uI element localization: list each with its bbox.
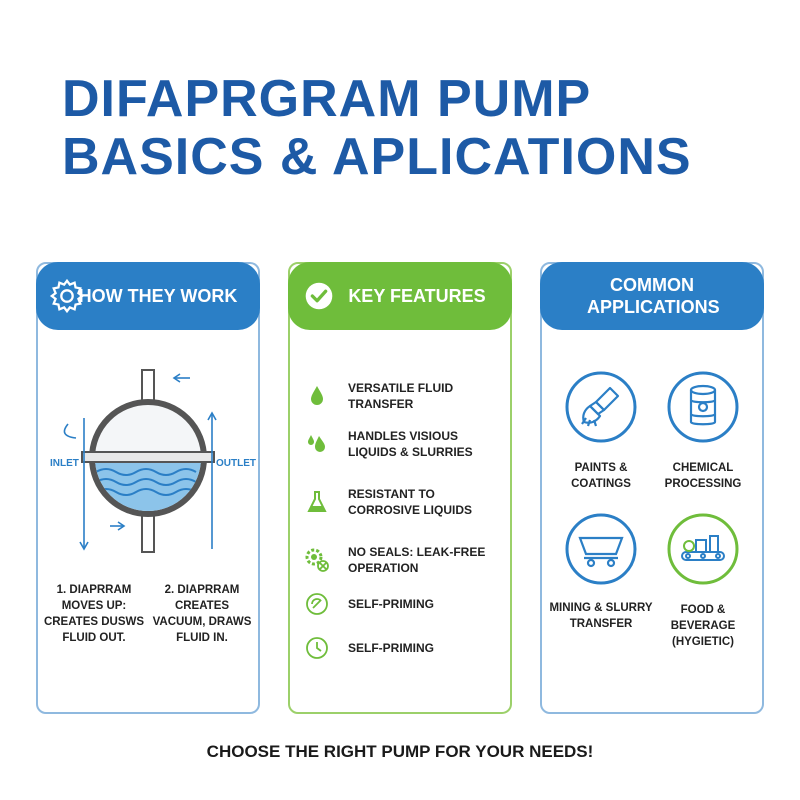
inlet-label: INLET	[50, 458, 79, 469]
flask-icon	[307, 491, 327, 512]
self-priming-icon	[306, 593, 328, 615]
drops-icon	[308, 435, 325, 452]
page-title: DIFAPRGRAM PUMP BASICS & APLICATIONS	[62, 70, 692, 186]
key-features-card: KEY FEATURES VERSATILE FLUID TRANSFER HA…	[288, 262, 512, 714]
app-label: MINING & SLURRY TRANSFER	[549, 602, 653, 630]
footer-tagline: CHOOSE THE RIGHT PUMP FOR YOUR NEEDS!	[206, 742, 594, 761]
app-label: PAINTS & COATINGS	[571, 462, 631, 490]
paintbrush-icon	[565, 371, 637, 443]
chemical-barrel-icon	[667, 371, 739, 443]
pump-diagram	[63, 369, 217, 553]
how-they-work-header: HOW THEY WORK	[36, 262, 260, 330]
feature-label: NO SEALS: LEAK-FREE OPERATION	[348, 545, 486, 575]
feature-item: SELF-PRIMING	[304, 591, 498, 617]
step-2-text: 2. DIAPRRAM CREATES VACUUM, DRAWS FLUID …	[152, 584, 252, 644]
feature-label: SELF-PRIMING	[348, 641, 434, 655]
common-applications-heading: COMMON APPLICATIONS	[587, 275, 720, 317]
how-they-work-card: HOW THEY WORK INLET OUTLET 1. DIAPRRAM M	[36, 262, 260, 714]
key-features-heading: KEY FEATURES	[348, 286, 486, 306]
app-label: CHEMICAL PROCESSING	[664, 462, 742, 490]
feature-label: RESISTANT TO CORROSIVE LIQUIDS	[348, 487, 473, 517]
mining-cart-icon	[565, 513, 637, 585]
feature-label: VERSATILE FLUID TRANSFER	[348, 381, 454, 411]
common-applications-card: COMMON APPLICATIONS PAINTS & COATINGS CH…	[540, 262, 764, 714]
title-line-1: DIFAPRGRAM PUMP	[62, 70, 592, 128]
feature-item: RESISTANT TO CORROSIVE LIQUIDS	[304, 486, 498, 518]
outlet-label: OUTLET	[216, 458, 256, 469]
title-line-2: BASICS & APLICATIONS	[62, 128, 692, 186]
feature-item: HANDLES VISIOUS LIQUIDS & SLURRIES	[304, 428, 498, 460]
gear-no-icon	[305, 548, 329, 572]
timer-icon	[306, 637, 328, 659]
how-they-work-heading: HOW THEY WORK	[78, 286, 238, 306]
feature-label: SELF-PRIMING	[348, 597, 434, 611]
feature-label: HANDLES VISIOUS LIQUIDS & SLURRIES	[348, 429, 473, 459]
feature-item: VERSATILE FLUID TRANSFER	[304, 380, 498, 412]
feature-item: SELF-PRIMING	[304, 635, 498, 661]
feature-item: NO SEALS: LEAK-FREE OPERATION	[304, 544, 498, 576]
food-conveyor-icon	[667, 513, 739, 585]
common-applications-header: COMMON APPLICATIONS	[540, 262, 764, 330]
check-circle-icon	[305, 282, 333, 310]
droplet-icon	[311, 386, 323, 405]
app-label: FOOD & BEVERAGE (HYGIETIC)	[670, 604, 736, 648]
step-1-text: 1. DIAPRRAM MOVES UP: CREATES DUSWS FLUI…	[43, 584, 145, 644]
key-features-header: KEY FEATURES	[288, 262, 512, 330]
gear-icon	[49, 278, 85, 314]
